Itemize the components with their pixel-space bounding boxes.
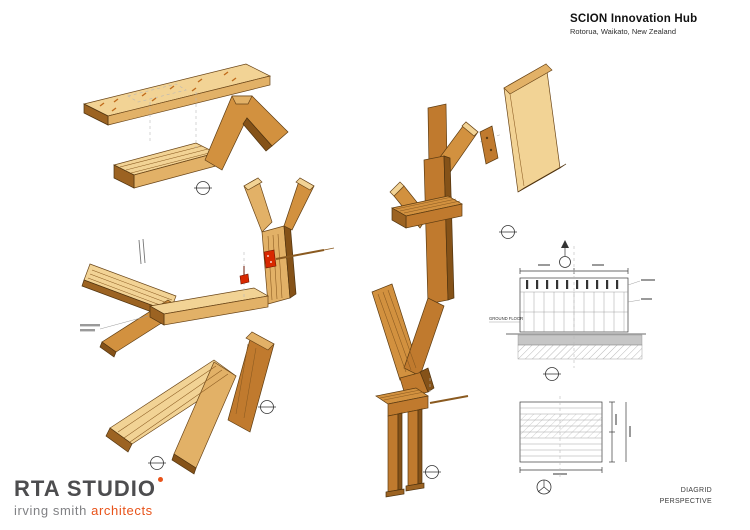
logo-rta-studio: RTA STUDIO xyxy=(14,476,156,501)
section-detail-lower xyxy=(519,396,631,495)
steel-plate-orange xyxy=(479,125,499,165)
sheet-title-line1: DIAGRID xyxy=(680,487,712,495)
logo-architects: architects xyxy=(91,503,153,518)
sheet-title-line2: PERSPECTIVE xyxy=(659,498,712,506)
logo-dot xyxy=(158,477,163,482)
timber-plank-middle xyxy=(148,287,270,326)
steel-connector-red xyxy=(239,249,277,285)
threaded-rod xyxy=(275,247,335,260)
ground-floor-label: GROUND FLOOR xyxy=(489,316,523,321)
timber-beam xyxy=(113,142,217,189)
timber-y-column-centre xyxy=(243,177,315,305)
timber-foundation-posts xyxy=(375,387,469,498)
logo-irving-smith: irving smith xyxy=(14,503,92,518)
project-title: SCION Innovation Hub xyxy=(570,13,698,25)
detail-tags xyxy=(148,181,517,479)
project-location: Rotorua, Waikato, New Zealand xyxy=(570,27,677,36)
timber-v-bottom xyxy=(105,359,237,475)
section-detail-upper: GROUND FLOOR xyxy=(489,240,655,381)
project-header: SCION Innovation Hub Rotorua, Waikato, N… xyxy=(570,13,697,36)
exploded-joint-left xyxy=(80,63,335,475)
timber-fork-top xyxy=(204,95,289,171)
sheet-title: DIAGRID PERSPECTIVE xyxy=(660,486,712,508)
annotation-leader xyxy=(80,315,149,332)
timber-top-plank xyxy=(82,63,272,126)
timber-slab-right xyxy=(503,63,567,193)
timber-ribbed-beam xyxy=(391,195,463,229)
timber-y-lower xyxy=(371,283,445,399)
timber-brace-diagonal xyxy=(227,331,275,433)
firm-logo: RTA STUDIO irving smith architects xyxy=(14,477,163,518)
exploded-joint-right xyxy=(371,63,567,498)
